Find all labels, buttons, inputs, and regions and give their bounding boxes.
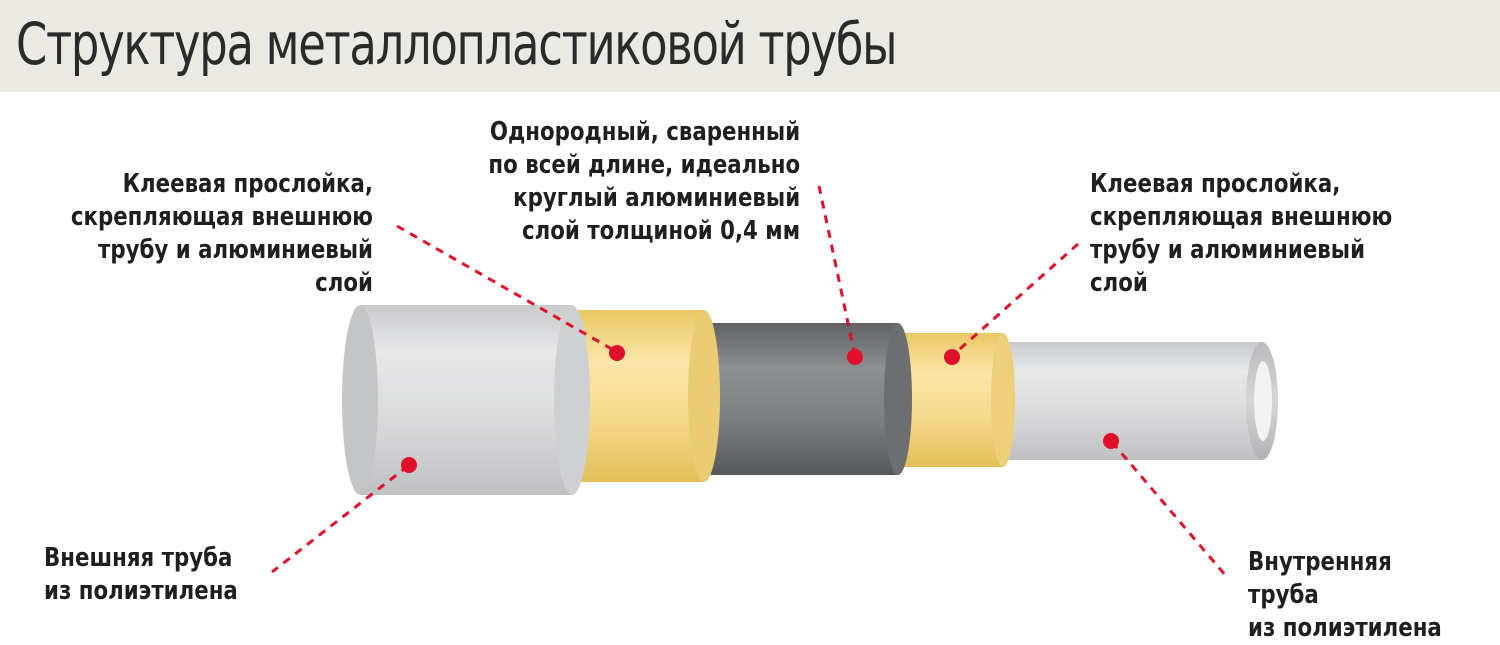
marker-adhesive-left <box>609 345 625 361</box>
inner-polyethylene-tube <box>980 342 1278 460</box>
label-adhesive-left: Клеевая прослойка, скрепляющая внешнюю т… <box>70 169 373 298</box>
label-aluminum-layer: Однородный, сваренный по всей длине, иде… <box>488 117 800 246</box>
leader-line-adhesive-right <box>951 242 1079 358</box>
marker-aluminum <box>847 349 863 365</box>
label-outer-pipe: Внешняя труба из полиэтилена <box>44 543 238 606</box>
marker-adhesive-right <box>944 349 960 365</box>
marker-outer-pipe <box>401 457 417 473</box>
pipe-diagram <box>271 185 1278 577</box>
page-title: Структура металлопластиковой трубы <box>16 10 898 78</box>
outer-polyethylene-tube <box>342 305 590 495</box>
leader-line-inner-pipe <box>1110 441 1228 577</box>
label-adhesive-right: Клеевая прослойка, скрепляющая внешнюю т… <box>1090 169 1393 298</box>
marker-inner-pipe <box>1103 433 1119 449</box>
title-bar: Структура металлопластиковой трубы <box>0 0 1500 92</box>
leader-line-adhesive-left <box>396 224 618 354</box>
label-inner-pipe: Внутренняя труба из полиэтилена <box>1248 547 1442 643</box>
